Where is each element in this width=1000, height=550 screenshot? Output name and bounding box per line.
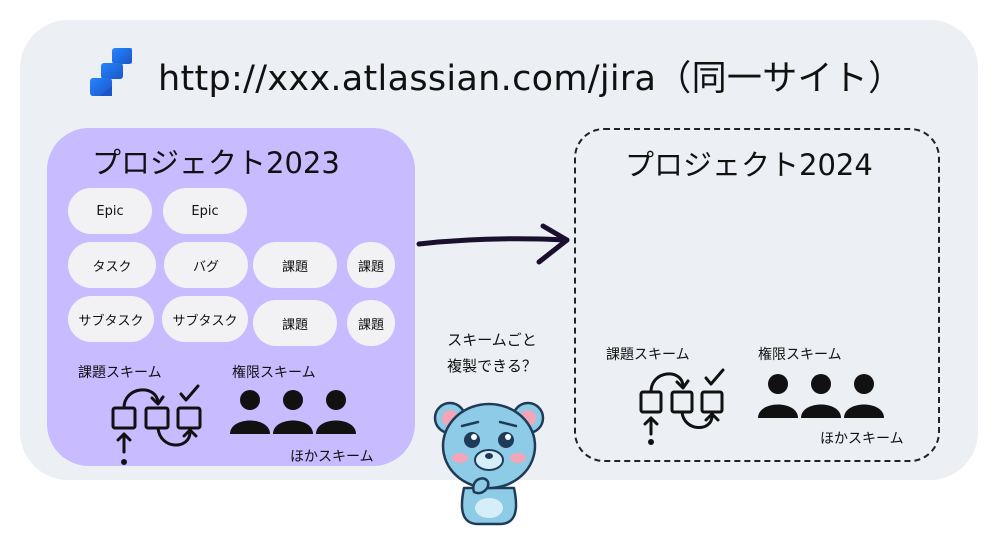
users-icon [230, 390, 356, 434]
jira-logo-icon [90, 48, 132, 96]
issue-type-epic-2: Epic [163, 188, 247, 234]
project-2024-title: プロジェクト2024 [625, 148, 873, 182]
issue-type-issue-2: 課題 [347, 242, 395, 288]
issue-type-bug: バグ [164, 242, 248, 288]
users-icon [758, 374, 884, 418]
issue-type-issue-3: 課題 [253, 300, 337, 346]
issue-type-epic-1: Epic [68, 188, 152, 234]
other-schemes-label-2024: ほかスキーム [820, 431, 904, 447]
permission-scheme-label-2023: 権限スキーム [232, 365, 316, 381]
issue-type-task: タスク [68, 242, 156, 288]
permission-scheme-label-2024: 権限スキーム [758, 347, 842, 363]
question-line-2: 複製できる？ [447, 357, 537, 375]
issue-scheme-label-2024: 課題スキーム [606, 347, 690, 363]
issue-type-subtask-1: サブタスク [68, 296, 154, 342]
arrow-right-icon [416, 223, 570, 265]
workflow-icon [639, 368, 725, 445]
question-line-1: スキームごと [447, 331, 537, 349]
site-url: http://xxx.atlassian.com/jira（同一サイト） [158, 59, 904, 99]
workflow-icon [111, 384, 202, 465]
project-2023-title: プロジェクト2023 [92, 146, 340, 180]
issue-type-issue-4: 課題 [347, 300, 395, 346]
other-schemes-label-2023: ほかスキーム [290, 449, 374, 465]
question-text: スキームごと 複製できる？ [436, 327, 548, 379]
project-2024-card [574, 128, 940, 462]
issue-type-issue-1: 課題 [253, 242, 337, 288]
thinking-bear-mascot [433, 401, 545, 526]
issue-scheme-label-2023: 課題スキーム [78, 365, 162, 381]
issue-type-subtask-2: サブタスク [162, 296, 248, 342]
